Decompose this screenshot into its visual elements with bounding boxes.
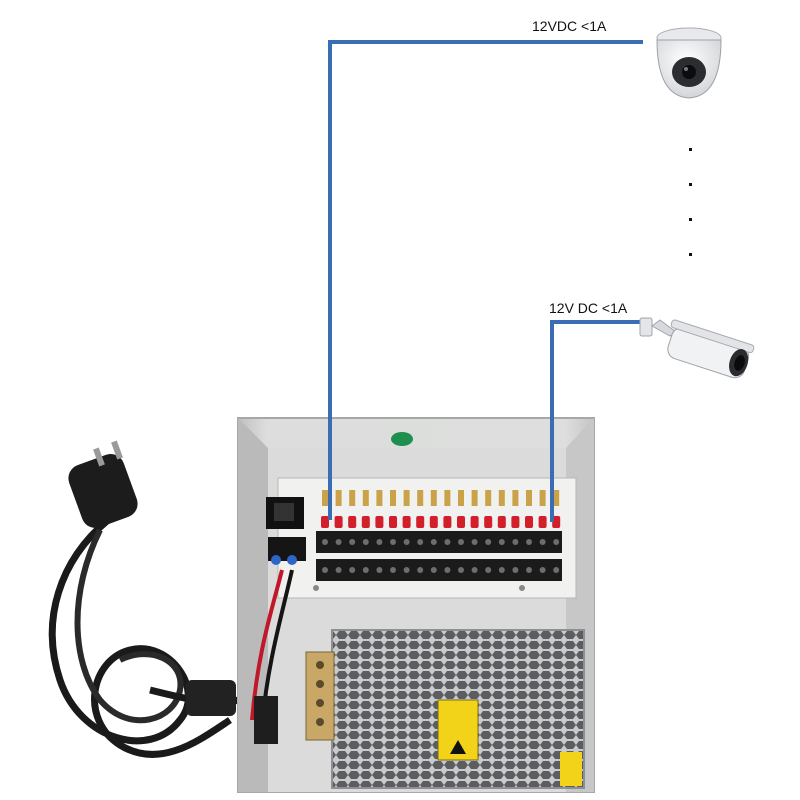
terminal-screw — [526, 567, 532, 573]
terminal-screw — [363, 539, 369, 545]
terminal-screw — [404, 567, 410, 573]
red-terminal — [443, 516, 451, 528]
terminal-screw — [472, 539, 478, 545]
fuse — [540, 490, 546, 506]
terminal-screw — [417, 539, 423, 545]
fuse — [472, 490, 478, 506]
fuse — [336, 490, 342, 506]
red-terminal — [511, 516, 519, 528]
fuse — [431, 490, 437, 506]
terminal-screw — [390, 539, 396, 545]
red-terminal — [539, 516, 547, 528]
fuse — [458, 490, 464, 506]
fuse — [553, 490, 559, 506]
bullet-camera-power-label: 12V DC <1A — [549, 300, 627, 316]
fuse — [417, 490, 423, 506]
fuse — [404, 490, 410, 506]
fuse — [485, 490, 491, 506]
fuse — [512, 490, 518, 506]
terminal-screw — [499, 567, 505, 573]
fuse — [322, 490, 328, 506]
red-terminal — [375, 516, 383, 528]
red-terminal — [525, 516, 533, 528]
fuse — [444, 490, 450, 506]
terminal-screw — [553, 567, 559, 573]
ellipsis-dot — [689, 148, 692, 151]
fuse — [390, 490, 396, 506]
terminal-screw — [376, 539, 382, 545]
terminal-screw — [417, 567, 423, 573]
fuse — [526, 490, 532, 506]
fuse — [363, 490, 369, 506]
dome-camera-power-label: 12VDC <1A — [532, 18, 606, 34]
terminal-screw — [512, 567, 518, 573]
terminal-screw — [322, 539, 328, 545]
terminal-screw — [526, 539, 532, 545]
red-terminal — [348, 516, 356, 528]
fuse — [349, 490, 355, 506]
red-terminal — [335, 516, 343, 528]
terminal-screw — [485, 539, 491, 545]
terminal-screw — [363, 567, 369, 573]
fuse — [499, 490, 505, 506]
power-led — [391, 432, 413, 446]
terminal-screw — [322, 567, 328, 573]
red-terminal — [430, 516, 438, 528]
bullet-camera-icon — [640, 318, 755, 381]
terminal-screw — [472, 567, 478, 573]
ellipsis-dot — [689, 253, 692, 256]
red-terminal — [471, 516, 479, 528]
power-supply-box-icon — [238, 418, 594, 792]
red-terminal — [498, 516, 506, 528]
red-terminal — [416, 516, 424, 528]
terminal-screw — [458, 567, 464, 573]
terminal-screw — [390, 567, 396, 573]
red-terminal — [403, 516, 411, 528]
terminal-screw — [404, 539, 410, 545]
red-terminal — [389, 516, 397, 528]
terminal-screw — [444, 567, 450, 573]
ellipsis-dot — [689, 218, 692, 221]
terminal-screw — [431, 539, 437, 545]
terminal-screw — [431, 567, 437, 573]
terminal-screw — [540, 539, 546, 545]
ellipsis-dot — [689, 183, 692, 186]
terminal-screw — [444, 539, 450, 545]
terminal-screw — [485, 567, 491, 573]
fuse — [376, 490, 382, 506]
terminal-screw — [512, 539, 518, 545]
red-terminal — [321, 516, 329, 528]
dome-camera-icon — [657, 28, 721, 98]
terminal-screw — [499, 539, 505, 545]
power-plug-icon — [52, 441, 240, 755]
terminal-screw — [458, 539, 464, 545]
red-terminal — [484, 516, 492, 528]
terminal-screw — [349, 567, 355, 573]
terminal-screw — [540, 567, 546, 573]
terminal-screw — [336, 539, 342, 545]
terminal-screw — [553, 539, 559, 545]
terminal-screw — [376, 567, 382, 573]
red-terminal — [362, 516, 370, 528]
terminal-screw — [349, 539, 355, 545]
terminal-screw — [336, 567, 342, 573]
red-terminal — [457, 516, 465, 528]
